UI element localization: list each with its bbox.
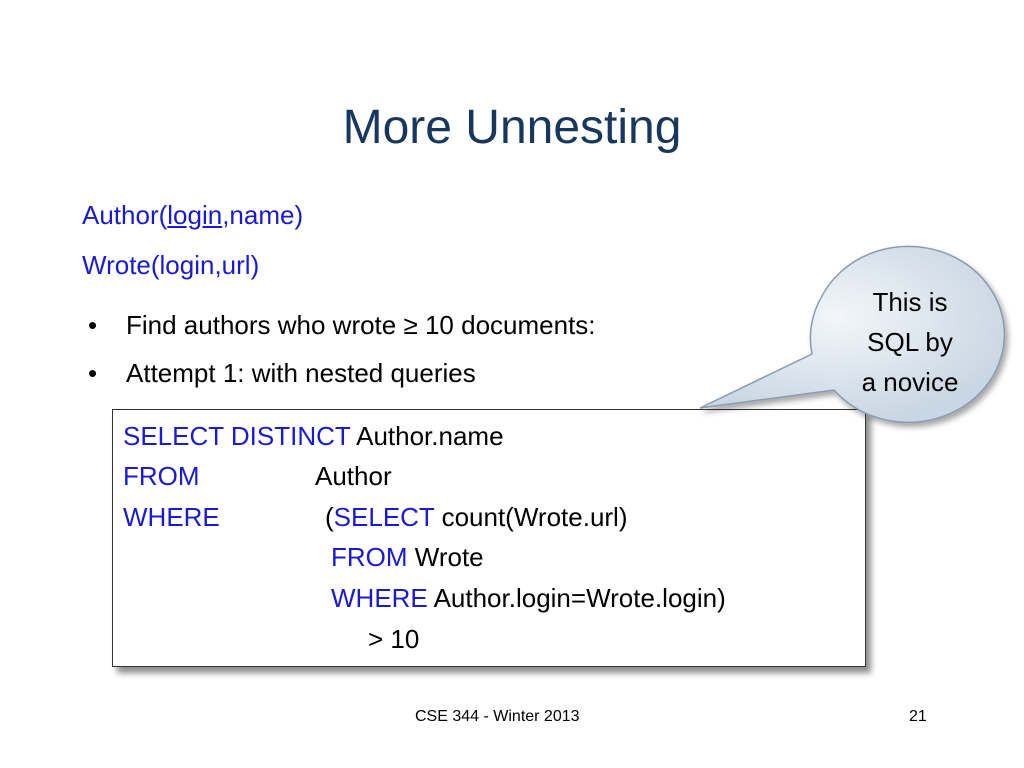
sql-line: WHERE Author.login=Wrote.login): [331, 583, 726, 614]
wrote-schema: Wrote(login,url): [82, 250, 260, 280]
sql-text: Wrote: [407, 542, 484, 572]
sql-text: count(Wrote.url): [434, 502, 628, 532]
author-schema: Author(login,name): [82, 200, 303, 231]
sql-text: (: [325, 502, 334, 532]
footer-page-number: 21: [909, 708, 927, 725]
slide-title: More Unnesting: [342, 101, 682, 154]
sql-keyword: WHERE: [123, 502, 220, 532]
sql-text: Author: [315, 461, 392, 491]
sql-line: FROM Wrote: [331, 542, 484, 573]
sql-keyword: FROM: [123, 461, 200, 491]
bullet-text: Attempt 1: with nested queries: [126, 358, 476, 388]
footer-course: CSE 344 - Winter 2013: [415, 708, 580, 725]
callout-line: SQL by: [867, 327, 953, 357]
sql-keyword: SELECT: [333, 502, 435, 532]
sql-text: Author.login=Wrote.login): [427, 583, 726, 613]
sql-code-box: SELECT DISTINCT Author.name FROM Author …: [112, 409, 866, 667]
sql-keyword: SELECT DISTINCT: [123, 421, 351, 451]
sql-text: > 10: [368, 624, 420, 654]
bullet-icon: •: [88, 310, 98, 340]
sql-line: (SELECT count(Wrote.url): [325, 502, 628, 533]
author-schema-key: login: [167, 200, 223, 230]
sql-line: FROM: [123, 461, 200, 492]
callout-line: a novice: [861, 367, 959, 397]
author-schema-suffix: ,name): [222, 200, 304, 230]
sql-line: SELECT DISTINCT Author.name: [123, 421, 504, 452]
callout-line: This is: [872, 287, 948, 317]
bullet-item: • Attempt 1: with nested queries: [88, 358, 476, 389]
author-schema-prefix: Author(: [82, 200, 168, 230]
callout-shape: [699, 245, 1006, 424]
sql-keyword: WHERE: [331, 583, 428, 613]
bullet-text: Find authors who wrote ≥ 10 documents:: [126, 310, 596, 340]
callout-text: This is SQL by a novice: [832, 282, 988, 402]
sql-text: Author.name: [350, 421, 504, 451]
bullet-item: • Find authors who wrote ≥ 10 documents:: [88, 310, 596, 341]
sql-line: WHERE: [123, 502, 220, 533]
sql-keyword: FROM: [331, 542, 408, 572]
bullet-icon: •: [88, 358, 98, 388]
